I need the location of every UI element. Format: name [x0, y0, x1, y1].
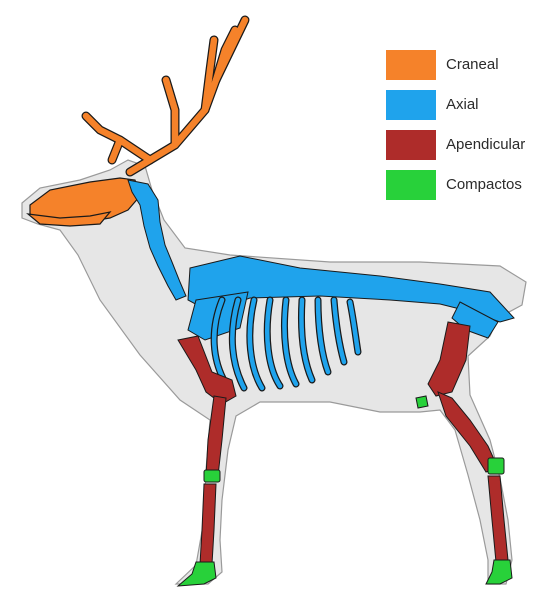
legend-label-apendicular: Apendicular [446, 136, 525, 153]
legend-label-craneal: Craneal [446, 56, 499, 73]
legend-label-compactos: Compactos [446, 176, 522, 193]
legend-item-craneal: Craneal [386, 50, 536, 80]
legend-label-axial: Axial [446, 96, 479, 113]
antlers-fill [86, 20, 245, 172]
legend-item-compactos: Compactos [386, 170, 536, 200]
legend-swatch-compactos [386, 170, 436, 200]
legend-item-axial: Axial [386, 90, 536, 120]
legend-item-apendicular: Apendicular [386, 130, 536, 160]
legend-swatch-axial [386, 90, 436, 120]
legend-swatch-apendicular [386, 130, 436, 160]
legend-swatch-craneal [386, 50, 436, 80]
